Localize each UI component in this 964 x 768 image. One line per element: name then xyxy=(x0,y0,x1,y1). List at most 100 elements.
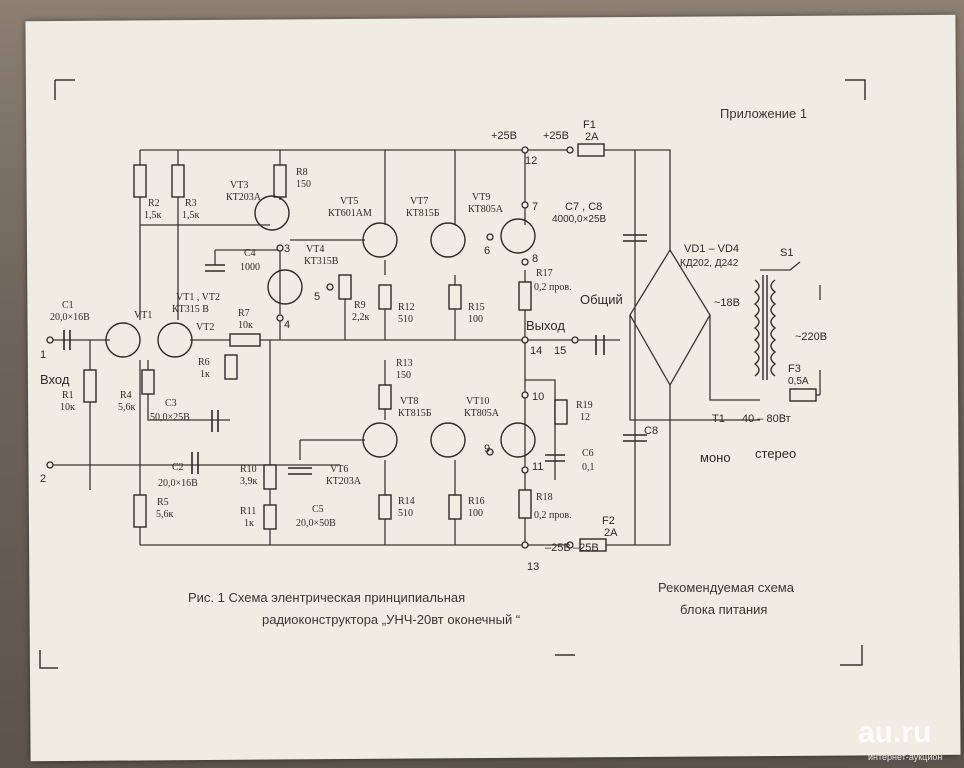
f2-value: 2А xyxy=(604,527,618,539)
f3-value: 0,5А xyxy=(788,376,809,387)
vt4-type: КТ315В xyxy=(304,256,339,267)
node-13: 13 xyxy=(527,561,539,573)
vt5-label: VT5 xyxy=(340,196,358,207)
terminal-symbols xyxy=(46,146,579,549)
node-7: 7 xyxy=(532,201,538,213)
node-4: 4 xyxy=(284,319,290,331)
vt12-type: КТ315 В xyxy=(172,304,209,315)
vt6-type: КТ203А xyxy=(326,476,362,487)
r7-value: 10к xyxy=(238,320,253,331)
node-11: 11 xyxy=(532,461,543,473)
vd-label: VD1 – VD4 xyxy=(684,243,739,255)
minus25-b: –25В xyxy=(573,542,599,554)
node-10: 10 xyxy=(532,391,544,403)
c5-label: С5 xyxy=(312,504,324,515)
vt10-label: VT10 xyxy=(466,396,489,407)
r12-value: 510 xyxy=(398,314,413,325)
r5-value: 5,6к xyxy=(156,509,174,520)
c2-value: 20,0×16В xyxy=(158,478,198,489)
node-3: 3 xyxy=(284,243,290,255)
vt12-label: VT1 , VT2 xyxy=(176,292,220,303)
node-8: 8 xyxy=(532,253,538,265)
minus25-a: –25В xyxy=(545,542,571,554)
vt7-type: КТ815Б xyxy=(406,208,440,219)
c7c8-value: 4000,0×25В xyxy=(552,214,607,225)
transformer-symbol xyxy=(753,275,777,380)
r9-label: R9 xyxy=(354,300,366,311)
f3-label: F3 xyxy=(788,363,801,375)
vt2-label: VT2 xyxy=(196,322,214,333)
input-label: Вход xyxy=(40,372,70,387)
r3-value: 1,5к xyxy=(182,210,200,221)
r6-value: 1к xyxy=(200,369,210,380)
r19-value: 12 xyxy=(580,412,590,423)
vt9-type: КТ805А xyxy=(468,204,504,215)
r11-value: 1к xyxy=(244,518,254,529)
r10-value: 3,9к xyxy=(240,476,258,487)
node-5: 5 xyxy=(314,291,320,303)
r15-value: 100 xyxy=(468,314,483,325)
r12-label: R12 xyxy=(398,302,415,313)
vt3-type: КТ203А xyxy=(226,192,262,203)
vt4-label: VT4 xyxy=(306,244,324,255)
r16-label: R16 xyxy=(468,496,485,507)
figure-caption-line1: Рис. 1 Схема элентрическая принципиальна… xyxy=(188,590,465,605)
plus25-a: +25В xyxy=(491,130,517,142)
vt6-label: VT6 xyxy=(330,464,348,475)
c8-lower: С8 xyxy=(644,425,658,437)
v220-label: ~220В xyxy=(795,331,827,343)
c3-label: С3 xyxy=(165,398,177,409)
stereo-label: стерео xyxy=(755,446,796,461)
r8-value: 150 xyxy=(296,179,311,190)
r5-label: R5 xyxy=(157,497,169,508)
c3-value: 50,0×25В xyxy=(150,412,190,423)
c6-value: 0,1 xyxy=(582,462,595,473)
node-6: 6 xyxy=(484,245,490,257)
c7c8-label: С7 , С8 xyxy=(565,201,602,213)
capacitor-symbols xyxy=(63,234,647,475)
c1-label: С1 xyxy=(62,300,74,311)
appendix-label: Приложение 1 xyxy=(720,106,807,121)
r15-label: R15 xyxy=(468,302,485,313)
plus25-b: +25В xyxy=(543,130,569,142)
c4-value: 1000 xyxy=(240,262,260,273)
vt8-label: VT8 xyxy=(400,396,418,407)
r16-value: 100 xyxy=(468,508,483,519)
r1-value: 10к xyxy=(60,402,75,413)
node-1: 1 xyxy=(40,349,46,361)
r13-value: 150 xyxy=(396,370,411,381)
mono-label: моно xyxy=(700,450,731,465)
r11-label: R11 xyxy=(240,506,256,517)
vt1-label: VT1 xyxy=(134,310,152,321)
transistor-symbols xyxy=(105,195,536,458)
vt5-type: КТ601АМ xyxy=(328,208,372,219)
r6-label: R6 xyxy=(198,357,210,368)
t1-label: Т1 xyxy=(712,413,725,425)
r10-label: R10 xyxy=(240,464,257,475)
vt3-label: VT3 xyxy=(230,180,248,191)
r1-label: R1 xyxy=(62,390,74,401)
watermark-sub: интернет-аукцион xyxy=(868,752,942,762)
r14-label: R14 xyxy=(398,496,415,507)
r3-label: R3 xyxy=(185,198,197,209)
s1-label: S1 xyxy=(780,247,793,259)
c4-label: С4 xyxy=(244,248,256,259)
f1-value: 2А xyxy=(585,131,599,143)
psu-caption-line1: Рекомендуемая схема xyxy=(658,580,795,595)
r7-label: R7 xyxy=(238,308,250,319)
r18-label: R18 xyxy=(536,492,553,503)
r9-value: 2,2к xyxy=(352,312,370,323)
node-2: 2 xyxy=(40,473,46,485)
r2-label: R2 xyxy=(148,198,160,209)
v18-label: ~18В xyxy=(714,297,740,309)
output-label: Выход xyxy=(526,318,565,333)
r8-label: R8 xyxy=(296,167,308,178)
c5-value: 20,0×50В xyxy=(296,518,336,529)
vd-type: КД202, Д242 xyxy=(680,258,739,269)
f1-label: F1 xyxy=(583,119,596,131)
fuse-symbols xyxy=(577,143,817,552)
f2-label: F2 xyxy=(602,515,615,527)
r19-label: R19 xyxy=(576,400,593,411)
r18-value: 0,2 пров. xyxy=(534,510,572,521)
